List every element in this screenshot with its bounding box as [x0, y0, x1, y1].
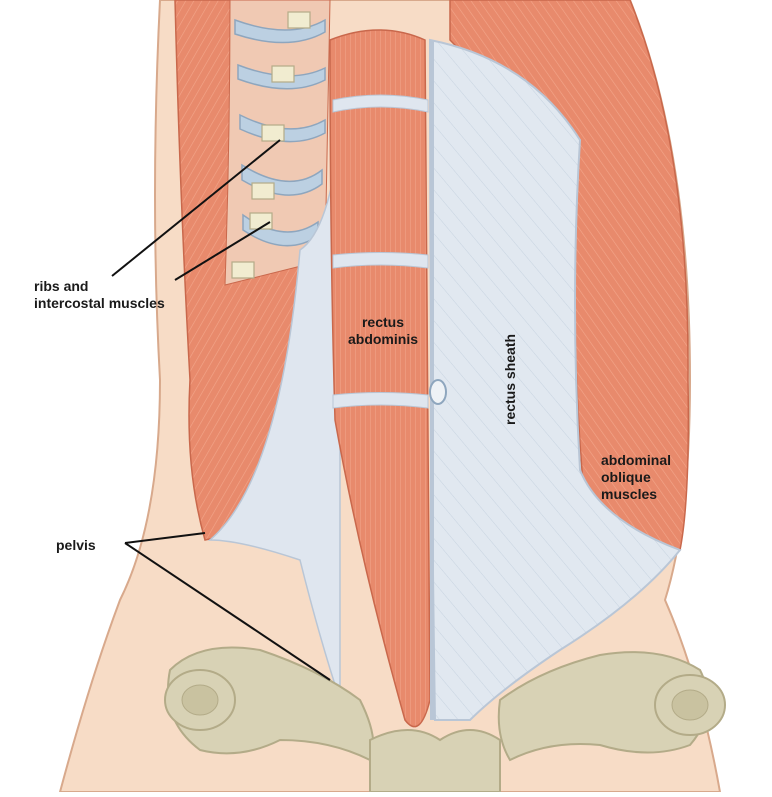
leader-pelvis-2 — [124, 542, 331, 681]
label-pelvis: pelvis — [56, 537, 96, 553]
leader-lines — [111, 139, 331, 681]
femoral-head-left — [181, 684, 219, 716]
label-oblique-line2: oblique — [601, 469, 651, 485]
label-rectus-line2: abdominis — [347, 331, 418, 347]
leader-ribs-1 — [111, 139, 281, 277]
leader-pelvis-1 — [124, 532, 206, 544]
label-ribs-line2: intercostal muscles — [34, 295, 165, 311]
umbilicus — [429, 379, 447, 405]
label-rectus-line1: rectus — [361, 314, 405, 330]
label-ribs-line1: ribs and — [34, 278, 89, 294]
label-oblique-line1: abdominal — [601, 452, 672, 468]
label-rectus-abdominis: rectus abdominis — [343, 314, 423, 348]
label-ribs: ribs and intercostal muscles — [34, 278, 165, 312]
label-rectus-sheath: rectus sheath — [502, 333, 518, 425]
label-oblique-line3: muscles — [601, 486, 658, 502]
label-oblique: abdominal oblique muscles — [601, 452, 671, 503]
femoral-head-right — [671, 689, 709, 721]
leader-ribs-2 — [174, 221, 271, 281]
rectus-abdominis-muscle — [329, 29, 431, 728]
